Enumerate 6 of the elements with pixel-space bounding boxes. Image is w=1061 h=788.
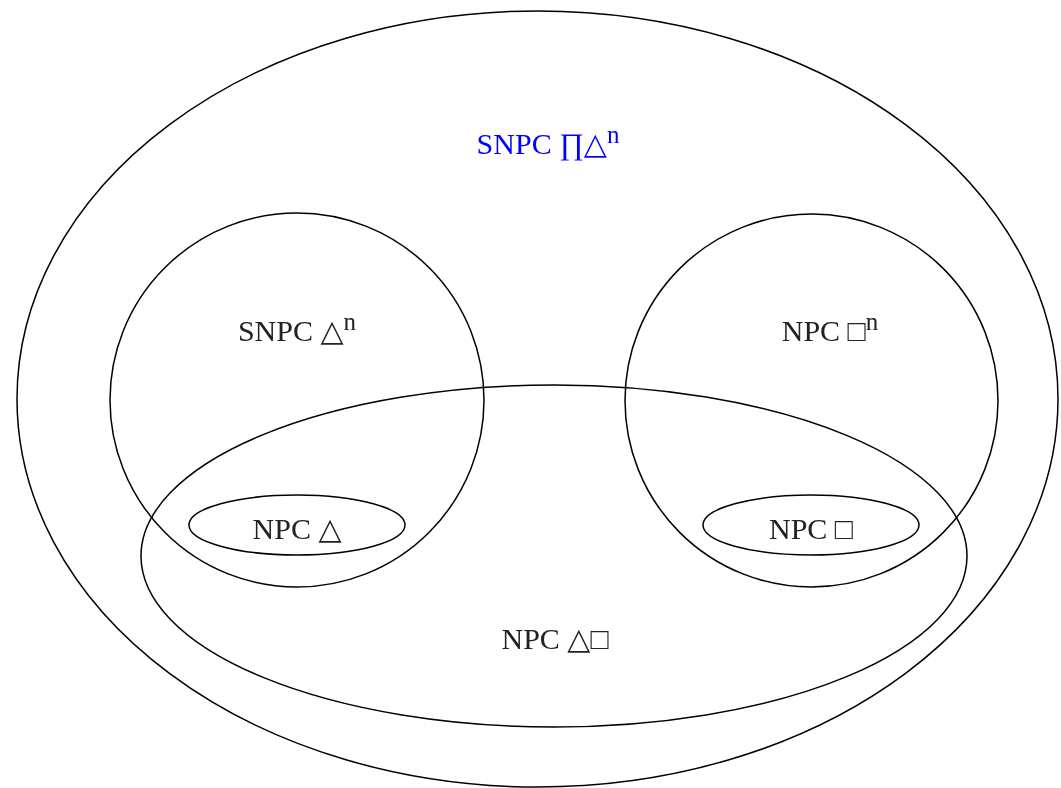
set-label: NPC □$^{n}$ (781, 307, 879, 347)
set-label: SNPC ∏△$^{n}$ (476, 120, 620, 160)
set-label: NPC △□ (501, 621, 609, 655)
set-label: SNPC △$^{n}$ (237, 307, 357, 347)
set-label: NPC △ (252, 511, 342, 545)
set-label: NPC □ (769, 511, 853, 545)
